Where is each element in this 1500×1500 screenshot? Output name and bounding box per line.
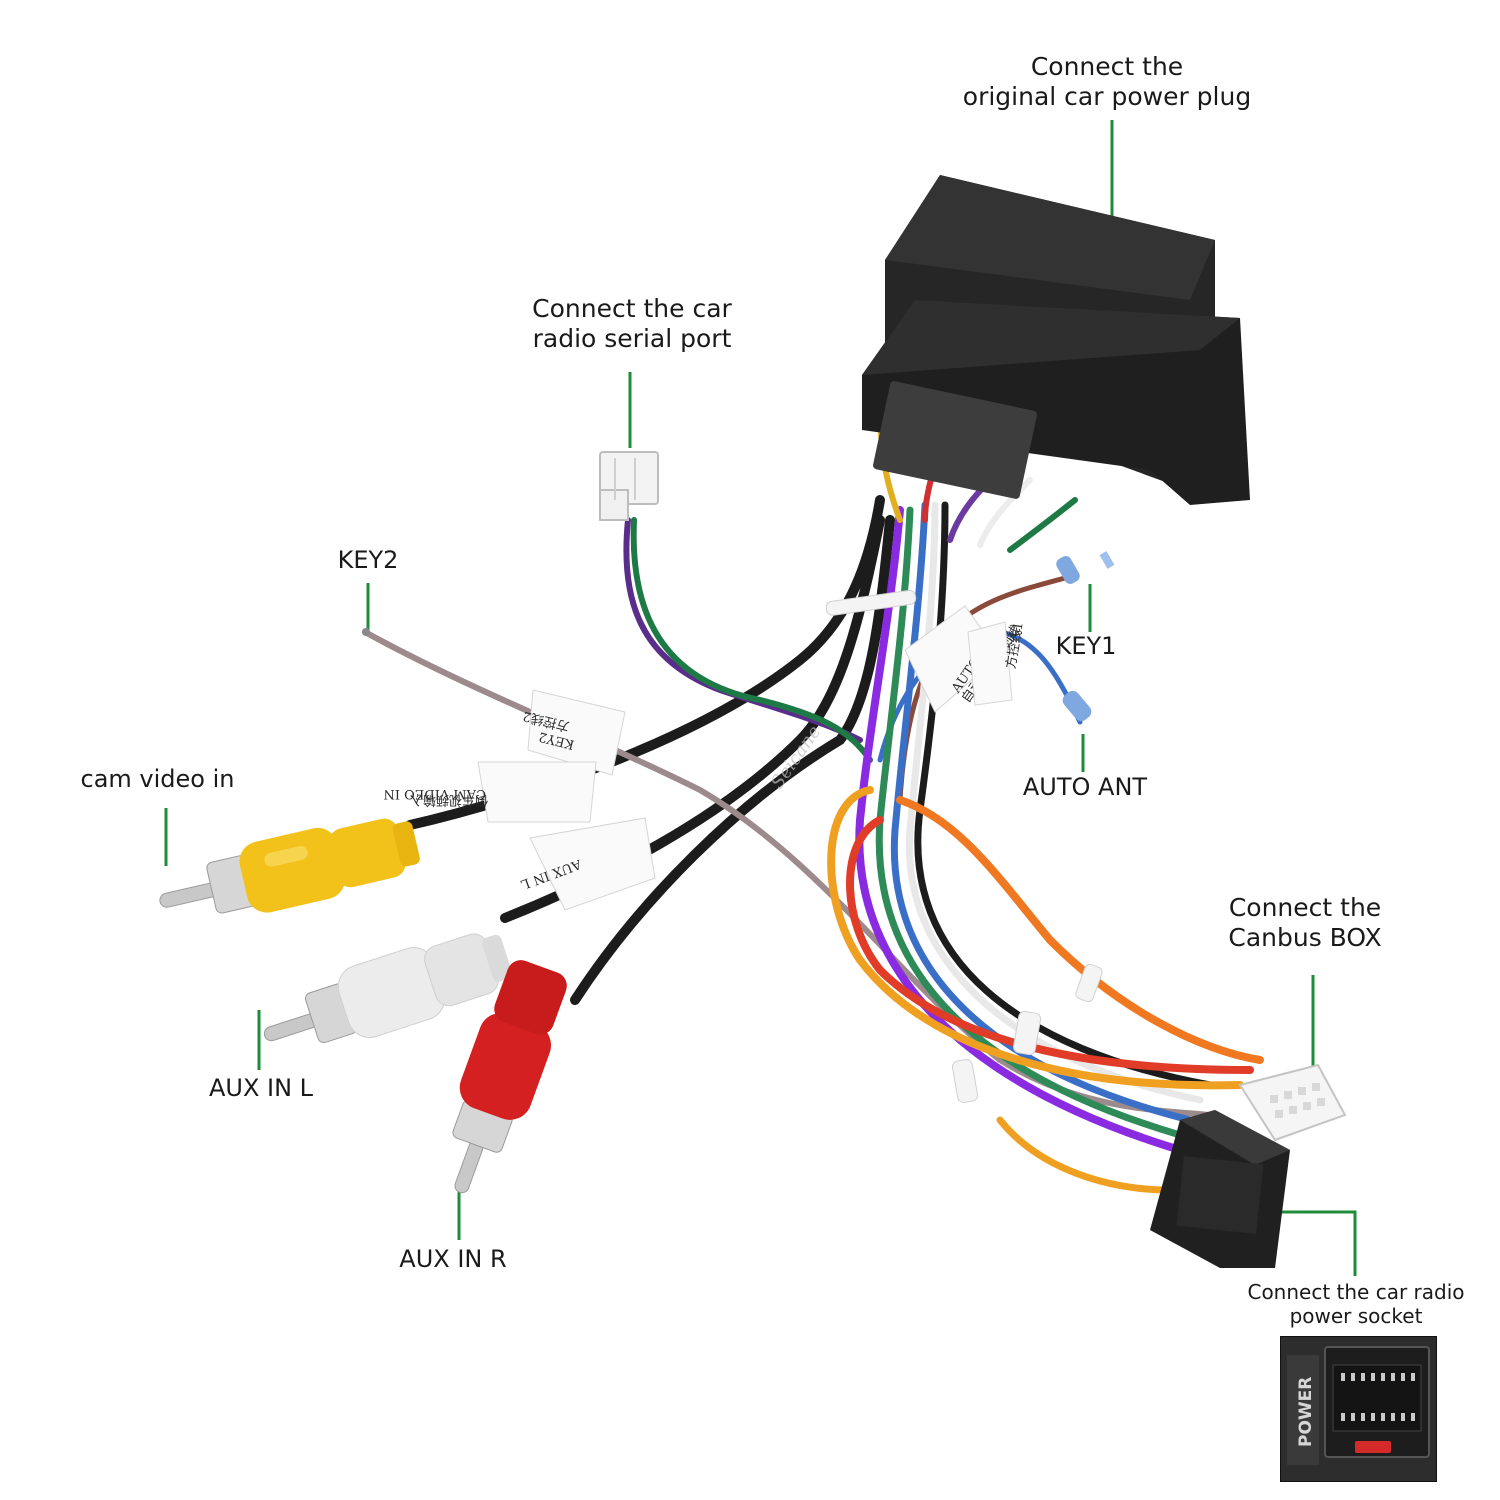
bundle-orange2 <box>896 796 1264 1064</box>
callout-power-socket: Connect the car radio power socket <box>1236 1280 1476 1328</box>
callout-power-socket-line1: Connect the car radio <box>1247 1280 1465 1304</box>
power-socket-inset: POWER <box>1280 1336 1437 1482</box>
wire-tag-cam: CAM VIDEO IN 倒车视频输入 <box>383 761 597 823</box>
bundle-green <box>875 506 1184 1139</box>
power-socket-connector <box>1150 1110 1290 1268</box>
callout-canbus-line2: Canbus BOX <box>1228 923 1382 952</box>
cable-ties <box>825 589 1103 1103</box>
upper-green <box>1007 497 1078 553</box>
upper-white <box>977 477 1033 548</box>
bundle-orange <box>827 786 1244 1090</box>
inset-red-latch <box>1355 1441 1391 1453</box>
aux-r-cable <box>570 515 895 1005</box>
bundle-black <box>914 501 1214 1089</box>
rca-yellow-plug <box>159 818 420 914</box>
cam-tag-line2: 倒车视频输入 <box>410 792 488 808</box>
callout-aux-in-r: AUX IN R <box>399 1245 507 1273</box>
auto-ant-terminal <box>1062 690 1092 722</box>
key2-wire-end <box>362 628 370 636</box>
power-socket-inset-graphic: POWER <box>1281 1337 1436 1481</box>
callout-power-plug: Connect the original car power plug <box>950 52 1264 112</box>
callout-key2: KEY2 <box>337 546 399 574</box>
serial-wire-green <box>630 517 873 763</box>
callout-canbus-box: Connect the Canbus BOX <box>1210 893 1400 953</box>
wire-tag-key1: 方控线1 <box>967 621 1027 706</box>
callout-auto-ant: AUTO ANT <box>1022 773 1148 801</box>
callout-serial-port-line1: Connect the car <box>532 294 732 323</box>
cam-tag-line1: CAM VIDEO IN <box>383 786 486 801</box>
callout-aux-in-l: AUX IN L <box>208 1074 314 1102</box>
bundle-red <box>846 816 1254 1074</box>
power-plug-connector <box>862 175 1250 505</box>
key2-wire <box>362 629 1213 1118</box>
serial-port-connector <box>599 451 659 521</box>
callout-canbus-line1: Connect the <box>1228 893 1382 922</box>
rca-white-plug <box>263 933 513 1044</box>
key1-terminal <box>1056 551 1115 584</box>
wire-tag-aux: AUX IN L <box>518 817 656 911</box>
callout-serial-port: Connect the car radio serial port <box>505 294 759 354</box>
bundle-orange3 <box>996 1116 1174 1194</box>
callout-key1: KEY1 <box>1055 632 1117 660</box>
bundle-purple <box>855 506 1184 1154</box>
inset-power-label: POWER <box>1296 1377 1316 1447</box>
canbus-connector <box>1238 1063 1347 1142</box>
callout-power-plug-line2: original car power plug <box>962 82 1252 111</box>
callout-power-plug-line1: Connect the <box>1030 52 1184 81</box>
rca-red-plug <box>452 960 567 1194</box>
wire-tag-key2: 方控线2 KEY2 <box>521 689 626 776</box>
callout-cam-video-in: cam video in <box>80 765 235 793</box>
callout-power-socket-line2: power socket <box>1289 1304 1423 1328</box>
leader-power-socket <box>1262 1210 1357 1276</box>
callout-serial-port-line2: radio serial port <box>532 324 732 353</box>
